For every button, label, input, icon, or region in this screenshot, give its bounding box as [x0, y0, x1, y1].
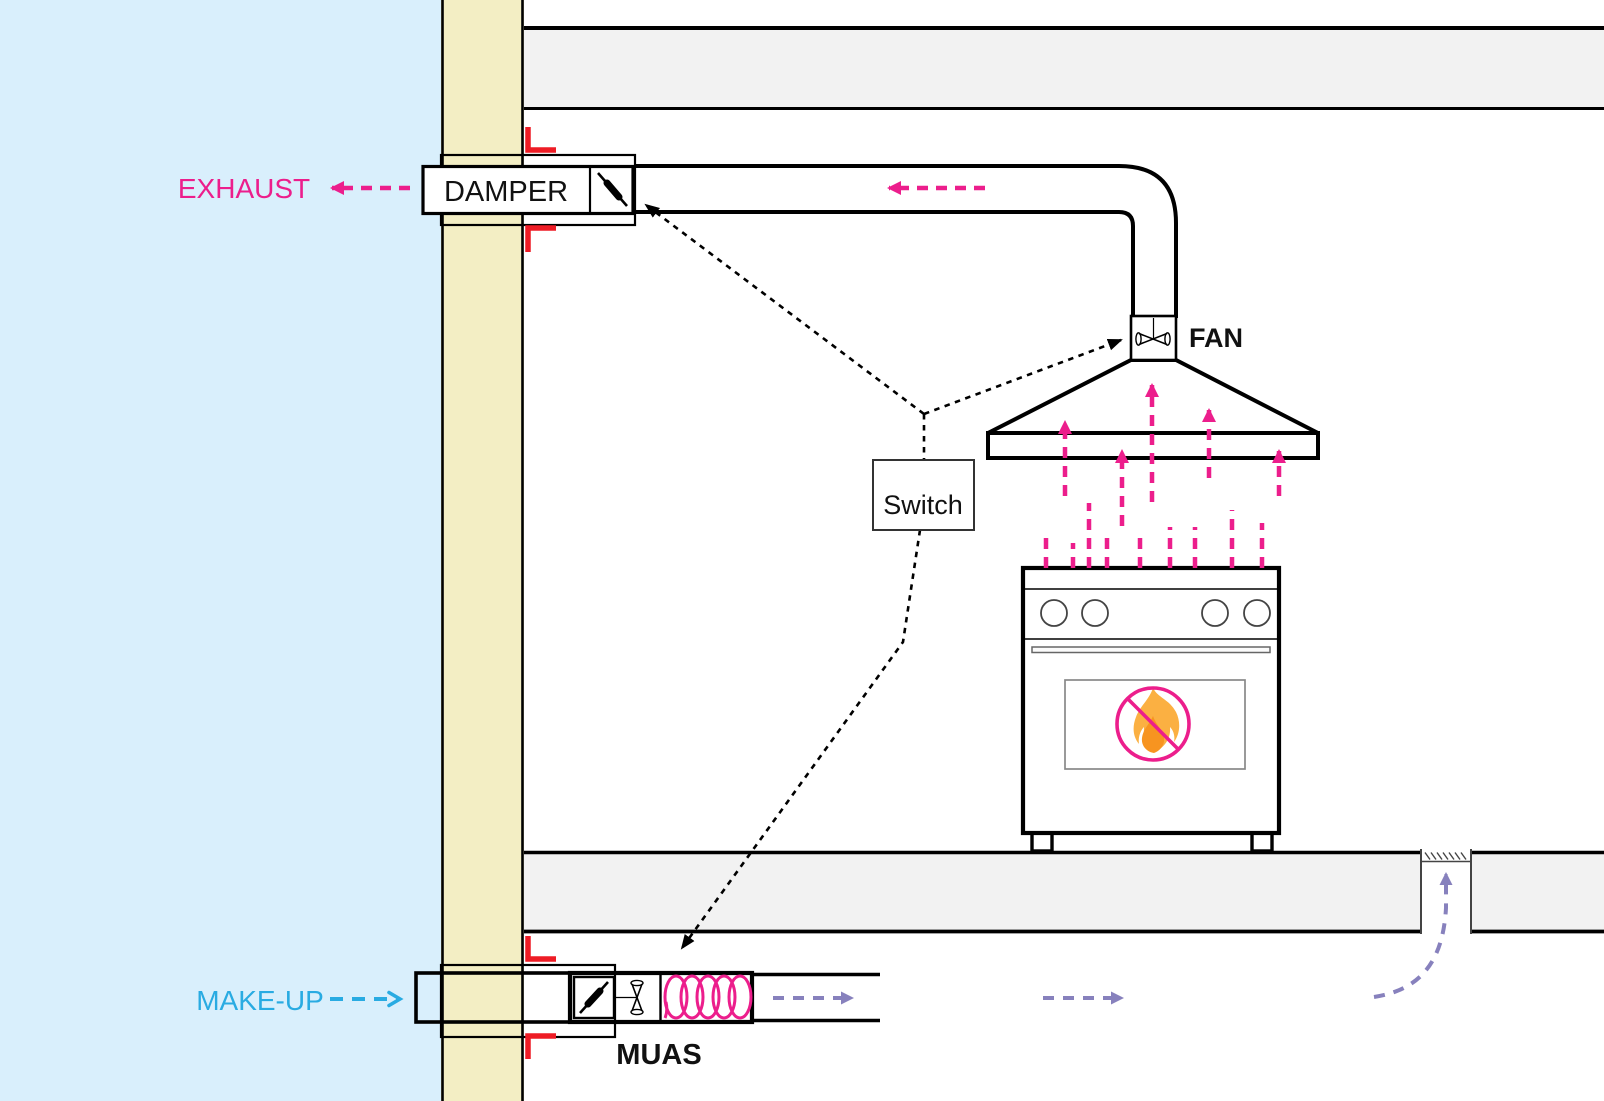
- switch-box: [872, 459, 975, 531]
- hood-capture-arrows: [1058, 383, 1286, 526]
- exhaust-fan: [1129, 314, 1178, 362]
- oven-handle: [1031, 646, 1271, 654]
- damper-unit: [421, 164, 635, 216]
- wire-to-muas: [680, 529, 922, 950]
- supply-flow-arrows: [773, 872, 1453, 1005]
- wire-to-damper: [644, 203, 925, 416]
- makeup-label: MAKE-UP: [196, 985, 324, 1016]
- firestop-marks-exhaust: [525, 127, 556, 252]
- fan-blade-icon: [614, 979, 644, 1016]
- fan-label: FAN: [1189, 323, 1243, 353]
- outdoor-sky: [0, 0, 441, 1101]
- burner-knobs: [1040, 599, 1271, 627]
- exhaust-label: EXHAUST: [178, 173, 310, 204]
- switch-label: Switch: [883, 490, 963, 520]
- cooking-plume-dashes: [1043, 503, 1265, 568]
- wire-to-fan: [923, 338, 1123, 416]
- damper-label: DAMPER: [444, 176, 568, 208]
- control-wiring: [644, 203, 1123, 950]
- stove-leg-left: [1030, 831, 1054, 853]
- damper-blade-icon: [597, 172, 628, 207]
- exhaust-flow-arrows: [330, 181, 1286, 568]
- stove-leg-right: [1250, 831, 1274, 853]
- heating-coil-icon: [663, 974, 753, 1020]
- firestop-marks-makeup: [525, 936, 556, 1059]
- ceiling-slab: [524, 26, 1604, 110]
- floor-vent-arrow: [1373, 872, 1453, 999]
- vent-grille-icon: [1420, 849, 1472, 934]
- exhaust-duct: [635, 164, 1178, 318]
- range-stove: [1020, 565, 1282, 853]
- fan-blade-icon: [1135, 318, 1171, 346]
- muas-label: MUAS: [616, 1039, 701, 1071]
- muas-unit: [567, 970, 755, 1025]
- damper-blade-icon: [579, 981, 609, 1014]
- no-cooking-icon: [1115, 686, 1191, 762]
- floor-slab: [524, 849, 1604, 935]
